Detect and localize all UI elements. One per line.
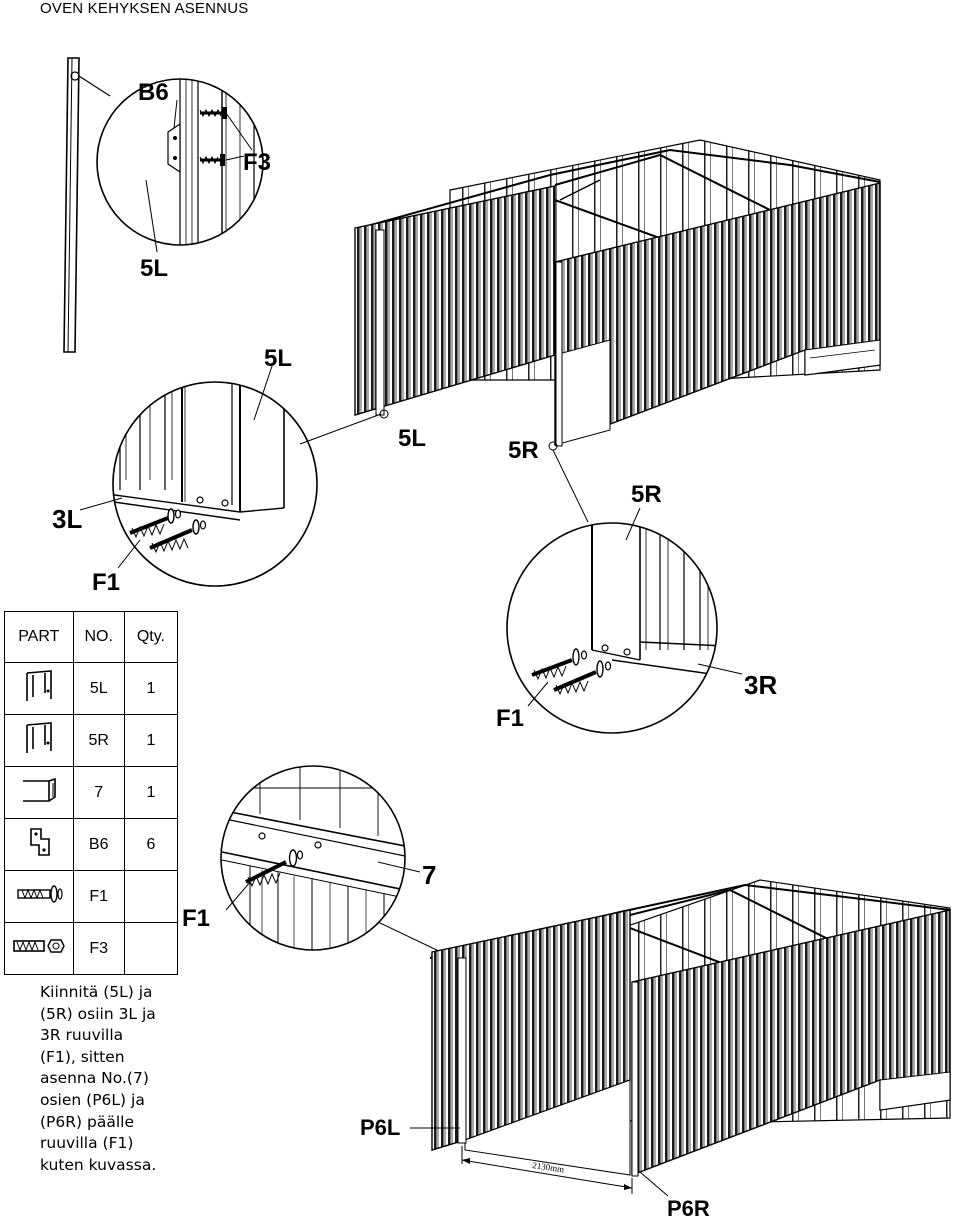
panel-5l-icon bbox=[4, 662, 74, 715]
part-no: F3 bbox=[72, 922, 125, 975]
detail-circle-b6-f3 bbox=[96, 78, 264, 253]
screw-f3-lower bbox=[199, 154, 225, 166]
table-row: F3 bbox=[4, 922, 179, 975]
screw-f3-icon bbox=[4, 922, 74, 975]
header-qty: Qty. bbox=[123, 611, 179, 663]
instruction-line: osien (P6L) ja bbox=[40, 1090, 145, 1109]
part-qty: 1 bbox=[123, 766, 179, 819]
channel-7-icon bbox=[4, 766, 74, 819]
instruction-line: (P6R) päälle bbox=[40, 1112, 134, 1131]
label-5r-shed: 5R bbox=[508, 437, 539, 464]
part-qty: 1 bbox=[123, 662, 179, 715]
parts-table: PART NO. Qty. 5L 1 5R 1 7 1 B6 6 F1 bbox=[4, 611, 179, 975]
label-b6: B6 bbox=[138, 79, 169, 106]
instruction-line: (5R) osiin 3L ja bbox=[40, 1004, 156, 1023]
panel-5r-icon bbox=[4, 714, 74, 767]
screw-f1-icon bbox=[4, 870, 74, 923]
label-5r-detail: 5R bbox=[631, 481, 662, 508]
detail-circle-5r-3r bbox=[506, 449, 743, 734]
label-f3: F3 bbox=[243, 149, 271, 176]
label-f1-left: F1 bbox=[92, 569, 120, 596]
part-qty bbox=[123, 870, 179, 923]
page-title: OVEN KEHYKSEN ASENNUS bbox=[40, 0, 249, 17]
screw-f3-upper bbox=[199, 107, 227, 119]
table-row: 7 1 bbox=[4, 766, 179, 819]
label-p6l: P6L bbox=[360, 1115, 400, 1140]
table-row: 5L 1 bbox=[4, 662, 179, 715]
detail-circle-7 bbox=[220, 765, 446, 955]
instruction-line: 3R ruuvilla bbox=[40, 1026, 124, 1045]
instruction-text: Kiinnitä (5L) ja (5R) osiin 3L ja 3R ruu… bbox=[40, 982, 190, 1176]
part-qty: 6 bbox=[123, 818, 179, 871]
table-row: B6 6 bbox=[4, 818, 179, 871]
label-5l-shed: 5L bbox=[398, 425, 426, 452]
screw-f1-right-lower bbox=[553, 660, 612, 696]
label-5l-top: 5L bbox=[264, 345, 292, 372]
screw-f1-left-upper bbox=[129, 508, 182, 539]
instruction-line: ruuvilla (F1) bbox=[40, 1134, 134, 1153]
label-7: 7 bbox=[422, 860, 436, 890]
part-no: B6 bbox=[72, 818, 125, 871]
table-row: F1 bbox=[4, 870, 179, 923]
part-qty bbox=[123, 922, 179, 975]
bracket-b6-icon bbox=[4, 818, 74, 871]
header-part: PART bbox=[4, 611, 74, 663]
part-no: 5L bbox=[72, 662, 125, 715]
label-3r: 3R bbox=[744, 670, 777, 700]
parts-table-header: PART NO. Qty. bbox=[4, 611, 179, 663]
detail-circle-5l-3l bbox=[79, 365, 382, 587]
post-5l bbox=[63, 57, 111, 353]
instruction-line: (F1), sitten bbox=[40, 1047, 125, 1066]
header-no: NO. bbox=[72, 611, 125, 663]
label-p6r: P6R bbox=[667, 1196, 710, 1220]
dimension-label: 2130mm bbox=[532, 1160, 565, 1174]
shed-illustration-top bbox=[354, 139, 881, 451]
part-qty: 1 bbox=[123, 714, 179, 767]
screw-f1-right-upper bbox=[531, 648, 588, 681]
label-3l: 3L bbox=[52, 504, 82, 534]
part-no: 7 bbox=[72, 766, 125, 819]
part-no: F1 bbox=[72, 870, 125, 923]
instruction-line: asenna No.(7) bbox=[40, 1069, 149, 1088]
label-f1-right: F1 bbox=[496, 705, 524, 732]
screw-f1-left-lower bbox=[149, 519, 207, 554]
label-5l-detail: 5L bbox=[140, 255, 168, 282]
part-no: 5R bbox=[72, 714, 125, 767]
table-row: 5R 1 bbox=[4, 714, 179, 767]
instruction-line: Kiinnitä (5L) ja bbox=[40, 983, 153, 1001]
shed-illustration-bottom bbox=[410, 879, 951, 1197]
label-f1-bottom: F1 bbox=[182, 905, 210, 932]
screw-f1-bottom bbox=[245, 849, 304, 888]
instruction-line: kuten kuvassa. bbox=[40, 1155, 157, 1174]
